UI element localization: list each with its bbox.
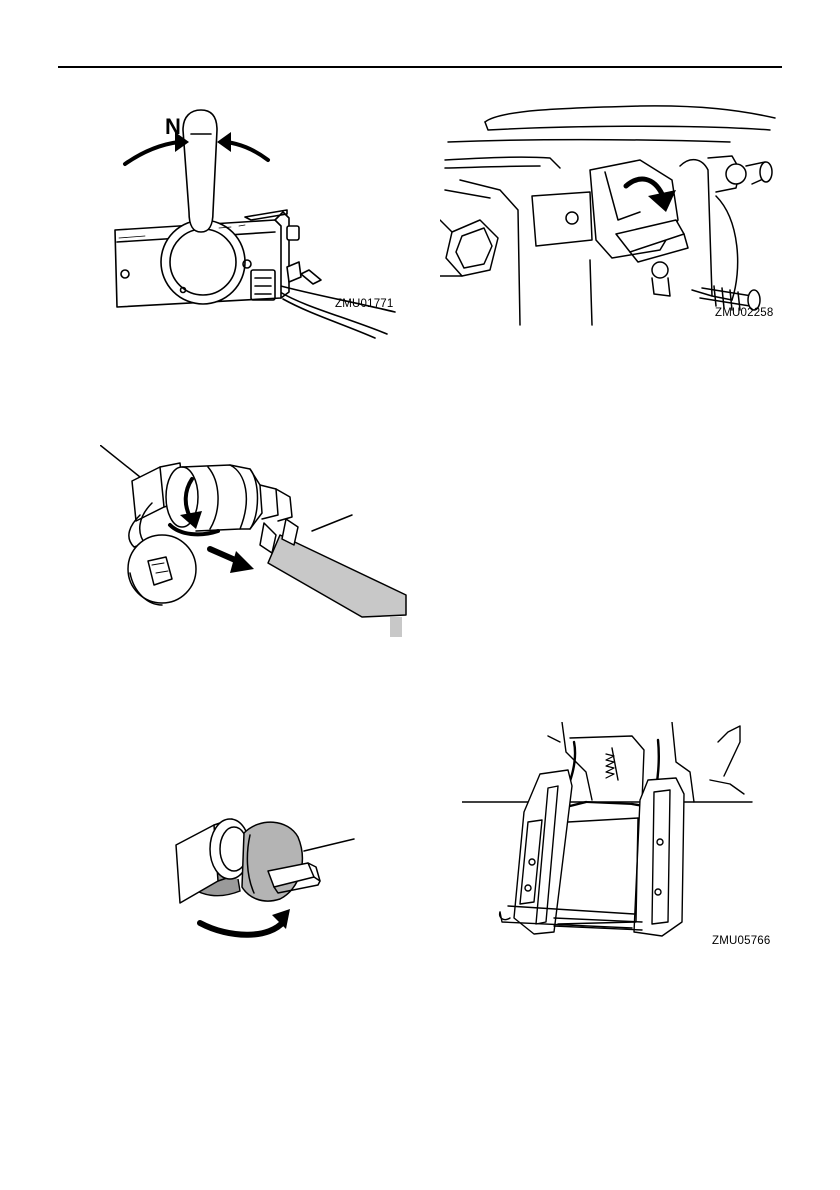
flushing-cap-figure: [170, 805, 360, 945]
figure-code: ZMU01771: [335, 298, 394, 310]
figure-code: ZMU02258: [715, 307, 774, 319]
figure-code: ZMU05766: [712, 935, 771, 947]
tilt-lever-figure: ZMU02258: [440, 100, 785, 330]
remote-control-figure: N ZMU01771: [105, 102, 405, 342]
neutral-label: N: [165, 114, 181, 139]
tilt-support-figure: ZMU05766: [462, 722, 762, 952]
tilt-lever-illustration: [440, 100, 785, 330]
tilt-support-illustration: [462, 722, 762, 952]
flushing-connector-figure: [100, 445, 410, 645]
header-rule: [58, 66, 782, 68]
flushing-connector-illustration: [100, 445, 410, 645]
flushing-cap-illustration: [170, 805, 360, 945]
